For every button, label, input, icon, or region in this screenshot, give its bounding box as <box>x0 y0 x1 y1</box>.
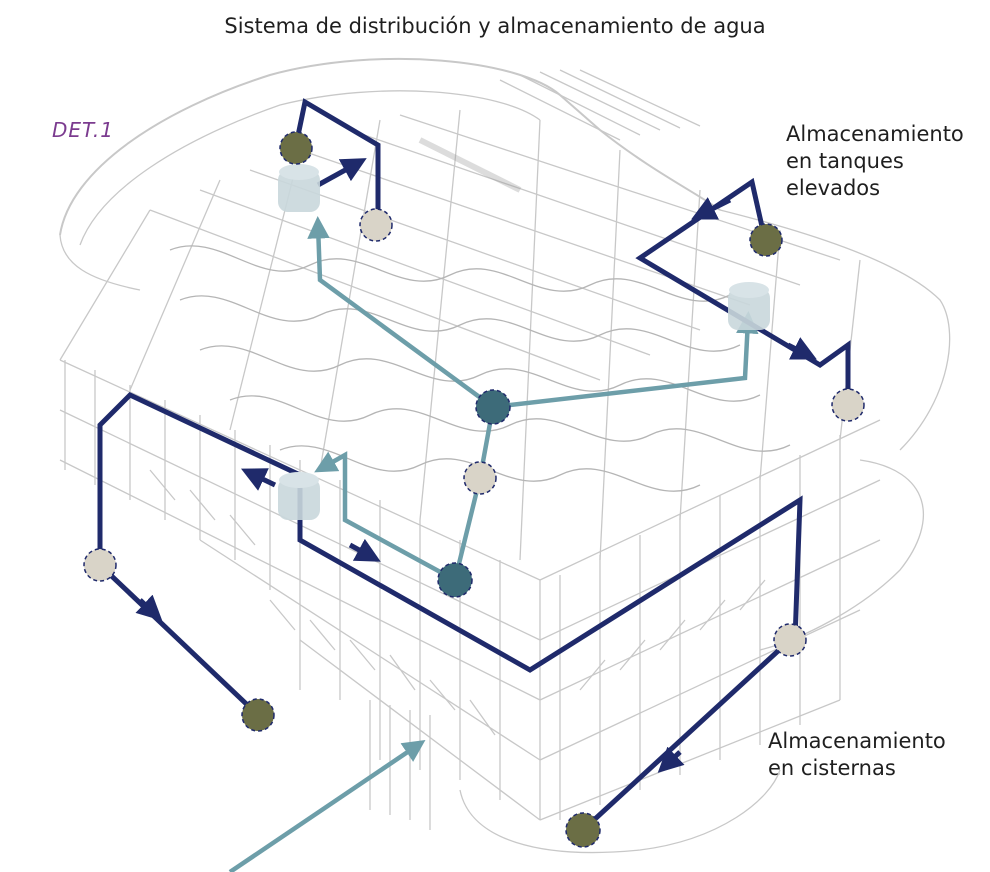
building-structure <box>59 57 951 854</box>
nodes <box>83 131 865 848</box>
label-cisterns-line-2: en cisternas <box>768 756 896 780</box>
pipe-top-right-arrow-1 <box>691 197 732 220</box>
pipe-top-left-loop <box>292 98 381 225</box>
pipe-top-left-arrow <box>316 158 367 188</box>
pipe-right-down-arrow <box>657 746 685 773</box>
label-elevated-tanks-line-1: Almacenamiento <box>786 122 964 146</box>
node-beige <box>463 461 497 495</box>
node-beige <box>359 208 393 242</box>
pipe-left-down-arrow <box>135 594 163 621</box>
line-lower-node-to-center-tank <box>314 451 457 582</box>
pipe-left-down <box>98 563 260 717</box>
feed-line-entry <box>228 739 426 872</box>
line-hub-to-left-tank <box>307 216 495 409</box>
pipe-top-right-arrow-2 <box>786 337 817 360</box>
node-teal <box>475 389 511 425</box>
label-elevated-tanks-line-2: en tanques <box>786 149 904 173</box>
main-distribution-lines <box>228 216 759 872</box>
node-olive <box>241 698 275 732</box>
label-elevated-tanks-line-3: elevados <box>786 176 881 200</box>
node-beige <box>831 388 865 422</box>
node-olive <box>749 223 783 257</box>
diagram-title: Sistema de distribución y almacenamiento… <box>224 14 766 38</box>
tanks <box>278 164 770 520</box>
node-teal <box>437 562 473 598</box>
pipe-front-arrow-2 <box>348 538 381 562</box>
node-olive <box>565 812 601 848</box>
label-elevated-tanks: Almacenamiento en tanques elevados <box>786 121 964 202</box>
detail-label: DET.1 <box>52 118 114 142</box>
tank-icon <box>728 282 770 330</box>
label-cisterns-line-1: Almacenamiento <box>768 729 946 753</box>
node-beige <box>773 623 807 657</box>
label-cisterns: Almacenamiento en cisternas <box>768 728 946 782</box>
tank-icon <box>278 164 320 212</box>
node-beige <box>83 548 117 582</box>
tank-icon <box>278 472 320 520</box>
pipe-right-down <box>581 638 792 832</box>
line-hub-to-right-tank <box>492 311 759 410</box>
pipe-front-arrow-1 <box>240 468 277 491</box>
node-olive <box>279 131 313 165</box>
